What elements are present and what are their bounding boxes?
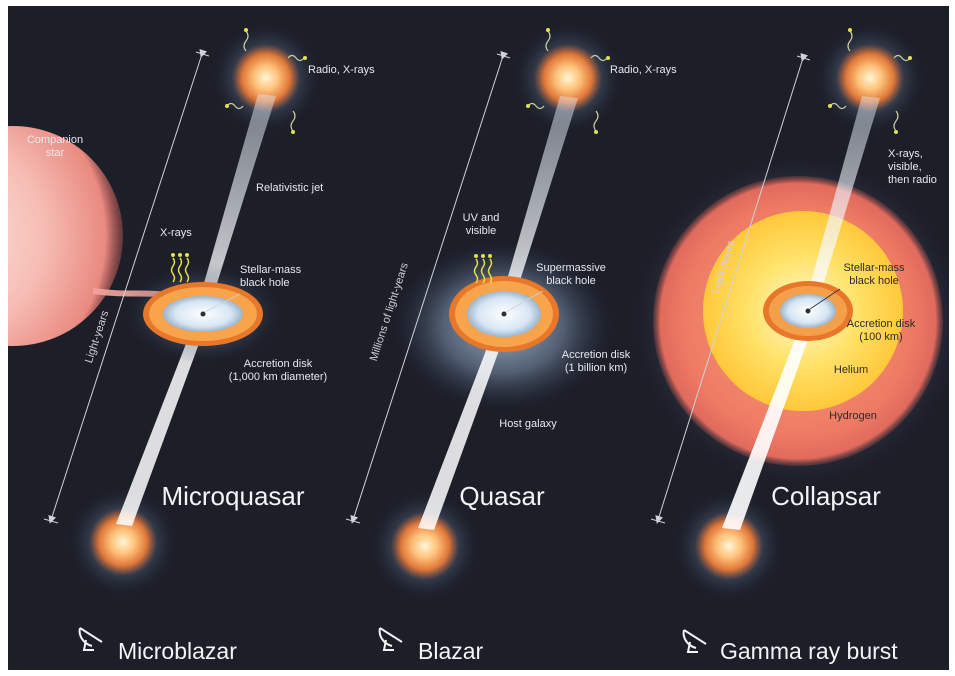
panel-title: Collapsar bbox=[771, 481, 881, 511]
satellite-dish-icon bbox=[682, 629, 707, 653]
top-emission-label: X-rays, visible, then radio bbox=[888, 148, 937, 186]
panel-subtitle: Blazar bbox=[418, 638, 484, 664]
scale-arrow-millions-light-years bbox=[350, 50, 509, 524]
black-hole bbox=[805, 308, 811, 314]
companion-star-label: Companion star bbox=[26, 134, 84, 159]
jet-blob-top bbox=[232, 44, 300, 112]
black-hole bbox=[501, 311, 507, 317]
satellite-dish-icon bbox=[378, 627, 403, 651]
black-hole bbox=[200, 311, 206, 317]
hydrogen-label: Hydrogen bbox=[829, 410, 877, 422]
accretion-disk-label: Accretion disk (1,000 km diameter) bbox=[228, 358, 328, 383]
accretion-disk-label: Accretion disk (100 km) bbox=[846, 318, 916, 343]
uv-visible-label: UV and visible bbox=[462, 212, 500, 237]
relativistic-jet-top bbox=[196, 94, 276, 312]
microquasar-panel bbox=[8, 23, 321, 597]
black-hole-label: Stellar-mass black hole bbox=[240, 264, 302, 289]
top-emission-label: Radio, X-rays bbox=[308, 64, 375, 76]
black-hole-label: Supermassive black hole bbox=[536, 262, 606, 287]
panel-subtitle: Gamma ray burst bbox=[720, 638, 898, 664]
relativistic-jet-label: Relativistic jet bbox=[256, 182, 324, 194]
scale-arrow-light-hours bbox=[655, 52, 809, 524]
panel-subtitle: Microblazar bbox=[118, 638, 237, 664]
panel-title: Quasar bbox=[459, 481, 545, 511]
jet-top bbox=[803, 96, 880, 312]
collapsar-panel bbox=[633, 23, 949, 601]
jet-blob-bottom bbox=[89, 508, 157, 576]
scale-arrow-light-years bbox=[48, 48, 208, 524]
xrays-label: X-rays bbox=[160, 227, 192, 239]
diagram-canvas: Companion star Radio, X-rays Relativisti… bbox=[8, 6, 949, 670]
jet-blob-top bbox=[836, 44, 904, 112]
top-emission-label: Radio, X-rays bbox=[610, 64, 677, 76]
jet-blob-bottom bbox=[391, 512, 459, 580]
panel-title: Microquasar bbox=[161, 481, 305, 511]
jet-blob-bottom bbox=[695, 512, 763, 580]
satellite-dish-icon bbox=[78, 627, 103, 651]
quasar-panel bbox=[345, 23, 623, 601]
diagram-artwork bbox=[8, 23, 949, 601]
helium-label: Helium bbox=[833, 364, 869, 376]
black-hole-label: Stellar-mass black hole bbox=[843, 262, 905, 287]
jet-blob-top bbox=[534, 44, 602, 112]
host-galaxy-label: Host galaxy bbox=[499, 418, 557, 430]
accretion-disk-label: Accretion disk (1 billion km) bbox=[561, 349, 631, 374]
jet-top bbox=[498, 96, 578, 312]
